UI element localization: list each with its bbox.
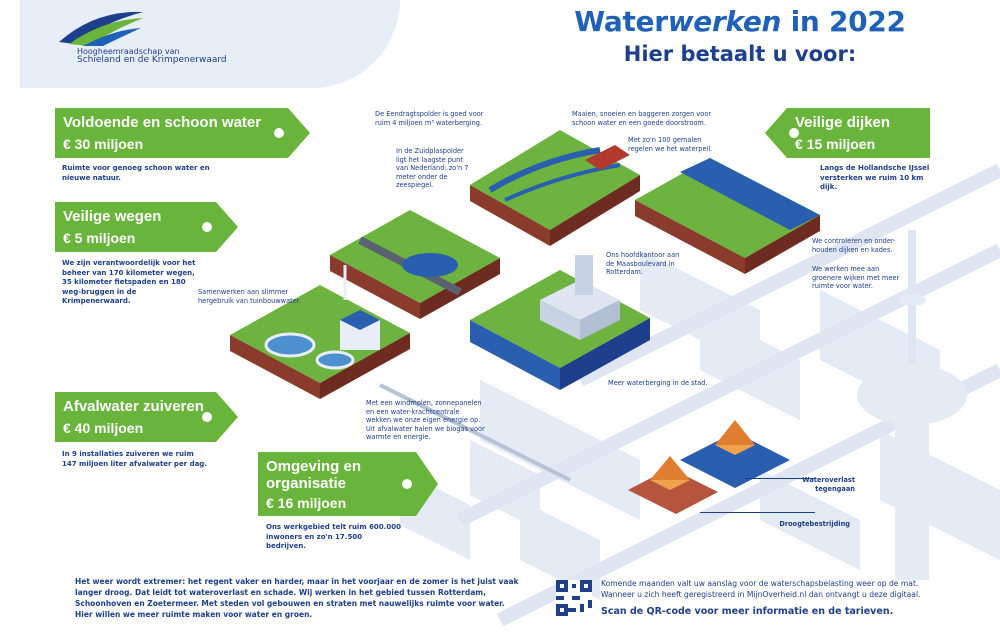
tag-water-title: Voldoende en schoon water: [63, 114, 262, 131]
tile-wastewater: [230, 265, 410, 399]
tag-wegen: Veilige wegen € 5 miljoen: [55, 202, 238, 252]
qr-cta: Scan de QR-code voor meer informatie en …: [601, 606, 894, 617]
tile-dikes: [635, 158, 820, 274]
tile-roads: [330, 210, 500, 319]
tag-omgeving: Omgeving en organisatie € 16 miljoen: [258, 452, 438, 516]
logo-icon: [59, 11, 143, 46]
tag-omgeving-title1: Omgeving en: [266, 458, 362, 475]
tag-omgeving-desc: Ons werkgebied telt ruim 600.000 inwoner…: [266, 523, 401, 550]
title-plain: Water: [574, 5, 668, 38]
note-gemalen: Met zo'n 100 gemalen regelen we het wate…: [628, 136, 713, 153]
note-maaien: Maaien, snoeien en baggeren zorgen voor …: [572, 110, 712, 127]
droogte-line: [700, 512, 815, 513]
note-overlast: Wateroverlast tegengaan: [802, 476, 855, 493]
overlast-line: [745, 478, 815, 479]
note-waterberging: Meer waterberging in de stad.: [608, 379, 708, 387]
tag-hole: [202, 222, 212, 232]
tag-hole: [402, 479, 412, 489]
tag-omgeving-amount: € 16 miljoen: [266, 495, 347, 511]
tag-hole: [274, 128, 284, 138]
tag-afvalwater-title: Afvalwater zuiveren: [63, 398, 204, 415]
note-droogte: Droogtebestrijding: [779, 520, 850, 528]
title-italic: werken: [667, 5, 782, 38]
tag-water: Voldoende en schoon water € 30 miljoen: [55, 108, 310, 158]
tag-wegen-desc: We zijn verantwoordelijk voor het beheer…: [62, 259, 196, 305]
house-overlast: [680, 420, 790, 488]
tag-afvalwater-amount: € 40 miljoen: [63, 420, 144, 436]
tag-wegen-amount: € 5 miljoen: [63, 230, 136, 246]
note-kantoor: Ons hoofdkantoor aan de Maasboulevard in…: [606, 251, 680, 277]
note-eendragt: De Eendragtspolder is goed voor ruim 4 m…: [375, 110, 484, 127]
note-tuinbouw: Samenwerken aan slimmer hergebruik van t…: [198, 288, 301, 305]
note-groener: We werken mee aan groenere wijken met me…: [812, 265, 900, 291]
note-zuidplas: In de Zuidplaspolder ligt het laagste pu…: [396, 147, 469, 190]
logo-line1: Hoogheemraadschap van: [77, 47, 180, 56]
logo-name: Hoogheemraadschap van Schieland en de Kr…: [77, 47, 227, 65]
logo-line2: Schieland en de Krimpenerwaard: [77, 55, 227, 65]
tile-polder: [470, 130, 640, 246]
tag-afvalwater: Afvalwater zuiveren € 40 miljoen: [55, 392, 238, 442]
tag-dijken-desc: Langs de Hollandsche IJssel versterken w…: [820, 164, 930, 191]
tag-hole: [789, 128, 799, 138]
page-subtitle: Hier betaalt u voor:: [623, 42, 857, 66]
qr-text: Komende maanden valt uw aanslag voor de …: [601, 579, 921, 599]
tag-water-desc: Ruimte voor genoeg schoon water en nieuw…: [62, 164, 210, 182]
tile-office: [470, 255, 650, 390]
rail-line: [379, 383, 571, 482]
qr-code[interactable]: [556, 580, 592, 616]
tag-water-amount: € 30 miljoen: [63, 136, 144, 152]
tag-hole: [202, 412, 212, 422]
euromast: [857, 230, 967, 580]
tag-dijken-title: Veilige dijken: [795, 114, 891, 131]
title-year: in 2022: [781, 5, 906, 38]
note-windmolen: Met een windmolen, zonnepanelen en een w…: [366, 399, 485, 442]
tag-dijken-amount: € 15 miljoen: [795, 136, 876, 152]
note-kades: We controleren en onder-houden dijken en…: [812, 237, 896, 254]
tag-dijken: Veilige dijken € 15 miljoen: [765, 108, 930, 158]
footer-text: Het weer wordt extremer: het regent vake…: [75, 577, 519, 619]
tag-afvalwater-desc: In 9 installaties zuiveren we ruim 147 m…: [62, 450, 207, 468]
house-droogte: [628, 456, 718, 514]
tag-wegen-title: Veilige wegen: [63, 208, 162, 225]
tag-omgeving-title2: organisatie: [266, 475, 347, 492]
page-title: Waterwerken in 2022: [560, 5, 920, 38]
